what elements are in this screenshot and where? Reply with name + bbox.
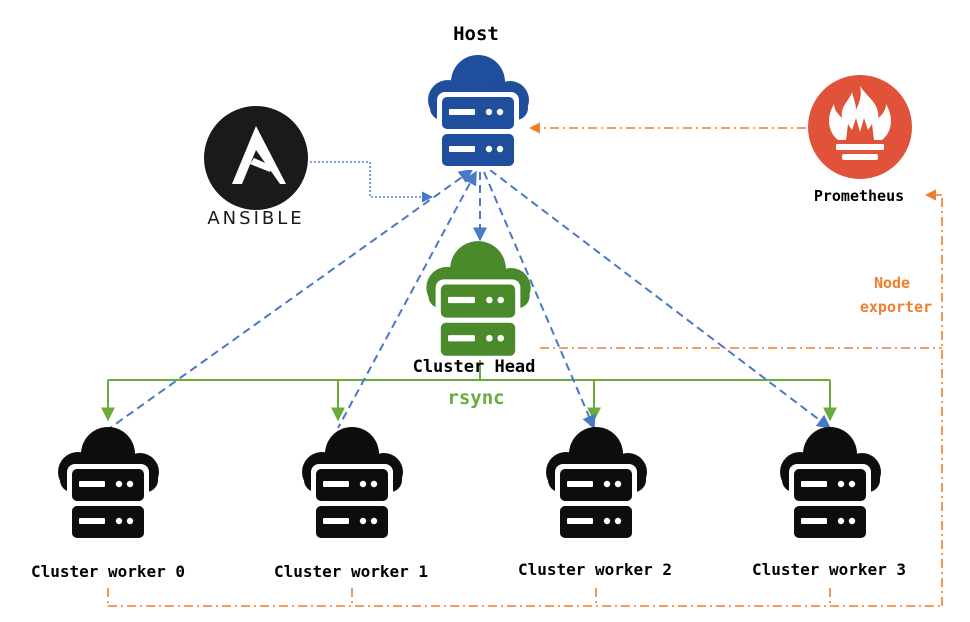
prometheus-flame-icon	[829, 86, 891, 140]
ansible-logo: ANSIBLE	[204, 106, 308, 229]
host-cloud-server-icon	[428, 55, 529, 170]
ansible-a-crossbar-icon	[250, 158, 272, 172]
host-worker1-line	[337, 170, 477, 429]
ansible-a-icon	[232, 126, 286, 184]
prometheus-label: Prometheus	[814, 187, 904, 205]
worker-1-node: Cluster worker 1	[274, 427, 428, 581]
worker-1-cloud-server-icon	[302, 427, 403, 542]
host-node: Host	[428, 23, 529, 170]
cluster-head-node: Cluster Head rsync	[413, 241, 536, 409]
worker-0-cloud-server-icon	[58, 427, 159, 542]
cluster-head-label: Cluster Head	[413, 357, 536, 377]
worker-3-label: Cluster worker 3	[752, 560, 906, 579]
host-dashed-lines	[109, 169, 832, 430]
worker-3-cloud-server-icon	[780, 427, 881, 542]
worker-2-label: Cluster worker 2	[518, 560, 672, 579]
worker-2-cloud-server-icon	[546, 427, 647, 542]
prometheus-base-bar2-icon	[842, 154, 878, 160]
node-exporter-label: Node exporter	[860, 274, 932, 316]
cluster-head-cloud-server-icon	[426, 241, 531, 360]
ansible-to-host-line	[310, 161, 434, 203]
prometheus-flame-inner-icon	[846, 118, 874, 140]
host-worker2-line	[483, 171, 596, 430]
prometheus-base-bar-icon	[836, 144, 884, 150]
host-label: Host	[453, 23, 499, 45]
node-exporter-line2: exporter	[860, 298, 932, 316]
worker-3-node: Cluster worker 3	[752, 427, 906, 579]
node-exporter-line1: Node	[874, 274, 910, 292]
ansible-wordmark: ANSIBLE	[207, 208, 304, 229]
rsync-label: rsync	[447, 387, 504, 409]
prometheus-logo: Prometheus	[808, 75, 912, 205]
monitoring-lines	[107, 122, 943, 607]
worker-2-node: Cluster worker 2	[518, 427, 672, 579]
ansible-logo-circle	[204, 106, 308, 210]
worker-0-label: Cluster worker 0	[31, 562, 185, 581]
host-worker0-line	[109, 169, 474, 429]
host-worker3-line	[489, 169, 832, 429]
rsync-lines	[101, 355, 837, 422]
worker-1-label: Cluster worker 1	[274, 562, 428, 581]
worker-0-node: Cluster worker 0	[31, 427, 185, 581]
